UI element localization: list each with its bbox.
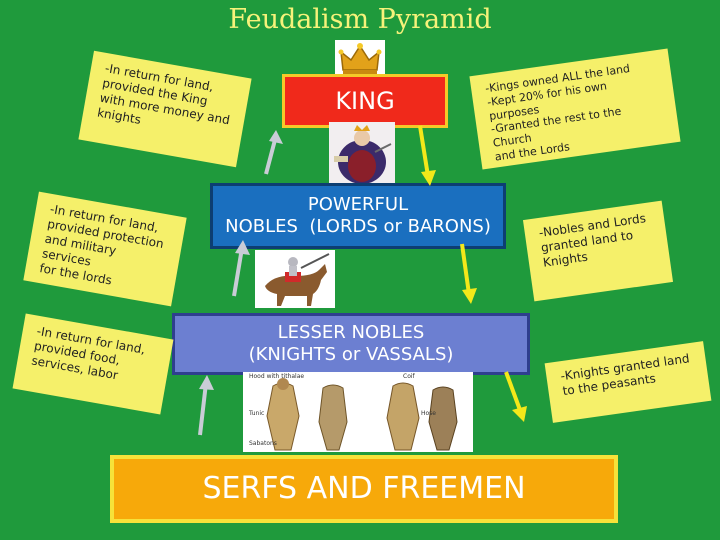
arrow-up-icon <box>198 375 214 436</box>
note-serfs-return: -In return for land, provided food, serv… <box>12 313 174 415</box>
clothing-label-sabatons: Sabatons <box>249 440 277 447</box>
serfs-freemen-box: SERFS AND FREEMEN <box>110 455 618 523</box>
knight-horse-image <box>255 250 335 308</box>
nobles-label-line2: NOBLES (LORDS or BARONS) <box>225 216 491 237</box>
note-knights-grant: -Knights granted land to the peasants <box>544 341 712 423</box>
lesser-label-line2: (KNIGHTS or VASSALS) <box>248 344 454 365</box>
page-title: Feudalism Pyramid <box>228 4 492 35</box>
arrow-down-icon <box>460 243 477 304</box>
arrow-up-icon <box>232 240 250 297</box>
serf-clothing-image: Hood with tithalae Coif Tunic Hose Sabat… <box>243 372 473 452</box>
note-king-land: -Kings owned ALL the land -Kept 20% for … <box>469 48 681 170</box>
clothing-label-hose: Hose <box>421 410 436 417</box>
lesser-label-line1: LESSER NOBLES <box>277 322 425 344</box>
nobles-label-line1: POWERFUL <box>307 194 409 216</box>
clothing-label-tunic: Tunic <box>249 410 265 417</box>
crown-icon <box>335 40 385 78</box>
arrow-down-icon <box>504 371 527 422</box>
note-nobles-return: -In return for land, provided the King w… <box>78 50 252 168</box>
king-box: KING <box>282 74 448 128</box>
note-nobles-grant: -Nobles and Lords granted land to Knight… <box>522 200 674 302</box>
arrow-up-icon <box>264 130 283 175</box>
arrow-down-icon <box>418 125 436 186</box>
king-figure-image <box>329 122 395 186</box>
clothing-label-coif: Coif <box>403 373 415 380</box>
note-knights-return: -In return for land, provided protection… <box>23 191 187 307</box>
lesser-nobles-box: LESSER NOBLES (KNIGHTS or VASSALS) <box>172 313 530 375</box>
serfs-label: SERFS AND FREEMEN <box>202 471 526 506</box>
powerful-nobles-box: POWERFUL NOBLES (LORDS or BARONS) <box>210 183 506 249</box>
clothing-label-hood: Hood with tithalae <box>249 373 305 380</box>
king-label: KING <box>335 86 395 115</box>
